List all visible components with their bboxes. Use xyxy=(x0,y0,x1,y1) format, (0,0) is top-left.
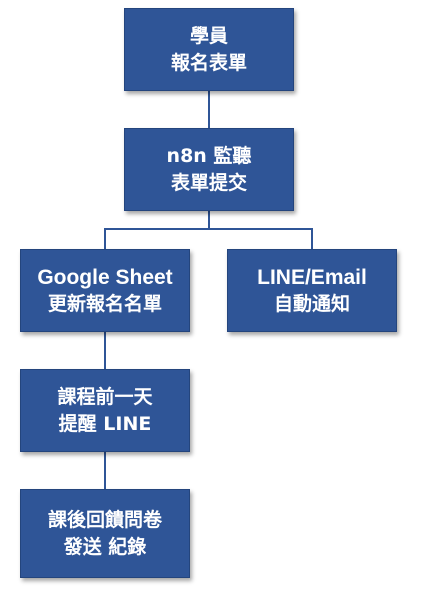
node-label-line: 課後回饋問卷 xyxy=(47,508,162,531)
node-n8n-listener: n8n 監聽 表單提交 xyxy=(124,128,294,211)
node-label-line: 自動通知 xyxy=(273,292,350,315)
node-line-email-notify: LINE/Email 自動通知 xyxy=(227,249,397,332)
node-label-line: 課程前一天 xyxy=(57,385,153,408)
node-registration-form: 學員 報名表單 xyxy=(124,8,294,91)
node-label-line: 更新報名名單 xyxy=(47,292,162,315)
node-google-sheet: Google Sheet 更新報名名單 xyxy=(20,249,190,332)
node-label-line: 提醒 LINE xyxy=(58,412,152,435)
node-label-line: Google Sheet xyxy=(37,265,173,289)
node-label-line: 報名表單 xyxy=(170,51,247,74)
node-label-line: 發送 紀錄 xyxy=(63,535,147,558)
node-label-line: 表單提交 xyxy=(170,171,247,194)
node-label-line: 學員 xyxy=(189,24,228,47)
node-course-reminder: 課程前一天 提醒 LINE xyxy=(20,369,190,452)
node-label-line: LINE/Email xyxy=(257,265,367,289)
node-label-line: n8n 監聽 xyxy=(166,144,252,167)
node-feedback-survey: 課後回饋問卷 發送 紀錄 xyxy=(20,489,190,578)
